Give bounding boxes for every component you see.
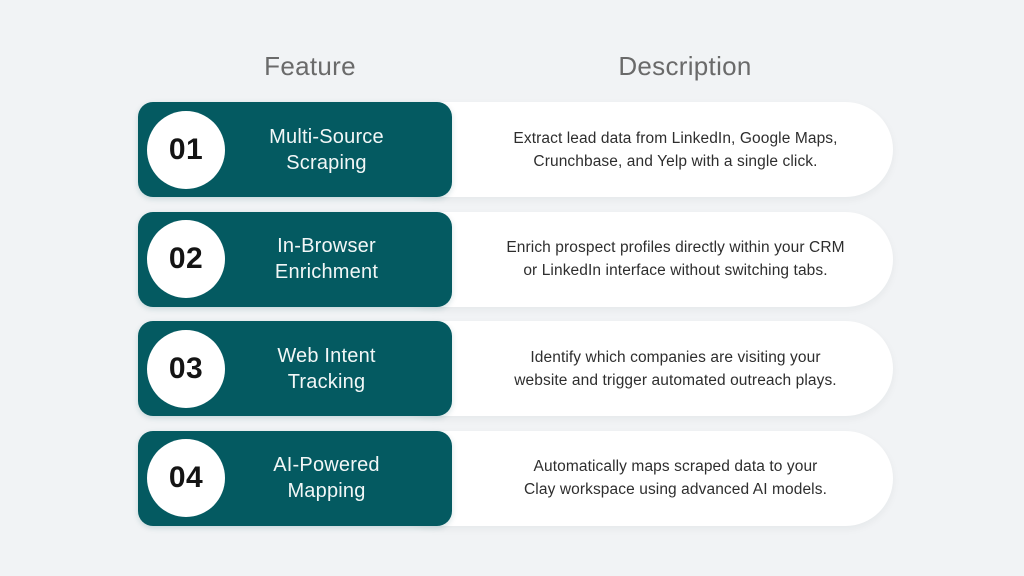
feature-name-line-2: Tracking: [287, 370, 366, 393]
description-line-1: Automatically maps scraped data to your: [533, 458, 818, 475]
number-badge: 01: [147, 110, 225, 189]
feature-row: Enrich prospect profiles directly within…: [138, 211, 893, 307]
description-card: Identify which companies are visiting yo…: [388, 321, 893, 416]
description-text: Automatically maps scraped data to your …: [524, 455, 827, 501]
feature-card: 01 Multi-Source Scraping: [138, 102, 452, 197]
feature-name-line-1: Multi-Source: [269, 125, 384, 148]
description-line-1: Identify which companies are visiting yo…: [530, 348, 821, 366]
feature-card: 03 Web Intent Tracking: [138, 321, 452, 416]
feature-name-line-2: Mapping: [287, 480, 366, 502]
description-text: Identify which companies are visiting yo…: [514, 346, 836, 392]
feature-name-line-2: Scraping: [286, 151, 367, 174]
feature-row: Automatically maps scraped data to your …: [138, 430, 893, 526]
feature-name-line-1: Web Intent: [277, 344, 376, 367]
feature-name: Multi-Source Scraping: [225, 124, 452, 176]
description-line-2: Crunchbase, and Yelp with a single click…: [533, 152, 818, 170]
description-line-1: Enrich prospect profiles directly within…: [506, 239, 845, 256]
number-text: 04: [168, 461, 204, 494]
description-text: Extract lead data from LinkedIn, Google …: [513, 127, 837, 173]
description-text: Enrich prospect profiles directly within…: [506, 236, 844, 282]
description-line-1: Extract lead data from LinkedIn, Google …: [513, 129, 838, 147]
feature-name-line-2: Enrichment: [274, 261, 379, 283]
feature-card: 04 AI-Powered Mapping: [138, 430, 452, 526]
description-card: Automatically maps scraped data to your …: [388, 430, 893, 526]
number-text: 01: [168, 132, 204, 166]
feature-row: Identify which companies are visiting yo…: [138, 321, 893, 416]
number-text: 02: [168, 242, 204, 275]
feature-name: In-Browser Enrichment: [225, 233, 452, 285]
number-text: 03: [168, 351, 204, 385]
feature-name: AI-Powered Mapping: [225, 452, 452, 504]
number-badge: 04: [147, 439, 225, 517]
description-card: Enrich prospect profiles directly within…: [388, 211, 893, 307]
feature-name: Web Intent Tracking: [225, 343, 452, 395]
number-badge: 03: [147, 329, 225, 408]
feature-row: Extract lead data from LinkedIn, Google …: [138, 102, 893, 197]
feature-name-line-1: In-Browser: [277, 235, 376, 257]
feature-table: Extract lead data from LinkedIn, Google …: [138, 102, 893, 540]
number-badge: 02: [147, 220, 225, 298]
description-line-2: or LinkedIn interface without switching …: [523, 262, 828, 279]
description-card: Extract lead data from LinkedIn, Google …: [388, 102, 893, 197]
column-header-description: Description: [618, 51, 752, 81]
feature-name-line-1: AI-Powered: [273, 454, 380, 476]
feature-card: 02 In-Browser Enrichment: [138, 211, 452, 307]
description-line-2: Clay workspace using advanced AI models.: [524, 481, 827, 498]
column-header-feature: Feature: [264, 51, 356, 81]
description-line-2: website and trigger automated outreach p…: [514, 371, 837, 389]
